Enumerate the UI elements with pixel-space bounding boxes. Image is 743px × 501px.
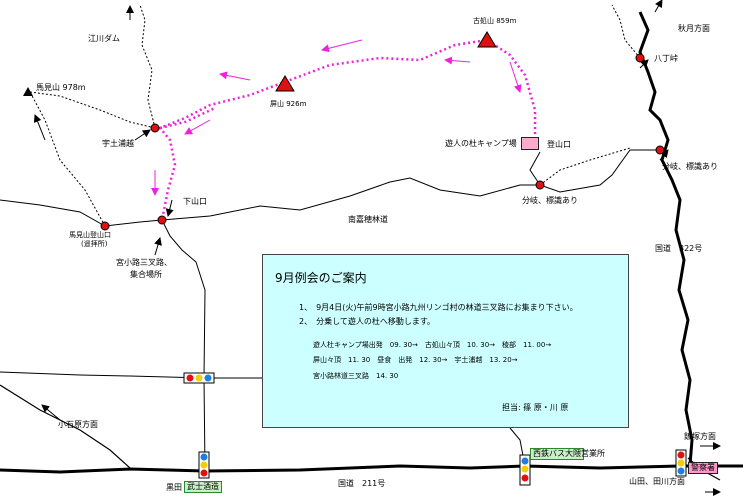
notice-schedule-1: 遊人杜キャンプ場出発 09. 30→ 古処山々頂 10. 30→ 稜部 11. … xyxy=(313,341,552,349)
route-211-road xyxy=(0,464,743,474)
udobaru-label: 宇土浦越 xyxy=(102,139,134,148)
udobaru-marker xyxy=(150,123,160,133)
notice-schedule-3: 宮小路林道三叉路 14. 30 xyxy=(313,372,399,380)
trail-umami xyxy=(29,91,106,227)
koishiwara-road xyxy=(0,384,131,469)
camp-icon xyxy=(521,137,539,150)
peak-byobusan-marker xyxy=(275,75,295,92)
pointer-arrow xyxy=(165,199,174,217)
peak-furudakiyama-label: 古処山 859m xyxy=(473,17,517,25)
trail-hacchotoge xyxy=(611,4,641,59)
hacchotoge-marker xyxy=(635,53,645,63)
route-arrow xyxy=(321,39,363,53)
umami-trailhead-sublabel: (遥拝所) xyxy=(81,240,108,248)
traffic-light-police xyxy=(675,449,687,477)
shimoyamaguchi-label: 下山口 xyxy=(183,197,207,206)
camp-access-road xyxy=(529,151,541,186)
notice-item-1: 1、 9月4日(火)午前9時宮小路九州リンゴ村の林道三叉路にお集まり下さい。 xyxy=(299,303,578,312)
meeting-point-label-2: 集合場所 xyxy=(130,270,162,279)
traffic-light-bus xyxy=(519,454,531,486)
route-322-label: 国道 322号 xyxy=(655,244,703,253)
route-arrow xyxy=(444,56,471,65)
route-211-label: 国道 211号 xyxy=(338,479,386,488)
trail-junction xyxy=(539,147,631,186)
traffic-light-kuroda xyxy=(198,451,210,479)
camp-label: 遊人の杜キャンプ場 xyxy=(445,139,517,148)
egawa-dam-label: 江川ダム xyxy=(88,34,120,43)
trail-egawa xyxy=(139,4,156,129)
hiking-route xyxy=(157,38,537,221)
yamada-label: 山田、田川方面 xyxy=(629,477,685,486)
meeting-point-label-1: 宮小路三叉路、 xyxy=(116,258,172,267)
hacchotoge-label: 八丁峠 xyxy=(654,54,678,63)
bus-office-suffix: 営業所 xyxy=(581,449,605,458)
junction-right-label: 分岐、標識あり xyxy=(662,162,718,171)
nankashiho-road-label: 南嘉穂林道 xyxy=(348,215,388,224)
pointer-arrow xyxy=(639,59,649,69)
notice-box: 9月例会のご案内 1、 9月4日(火)午前9時宮小路九州リンゴ村の林道三叉路にお… xyxy=(262,254,629,428)
notice-contact: 担当: 篠 原・川 原 xyxy=(502,403,569,412)
route-arrow xyxy=(509,61,522,93)
iizuka-label: 飯塚方面 xyxy=(684,432,716,441)
notice-schedule-2: 屏山々頂 11. 30 昼食 出発 12. 30→ 宇土浦越 13. 20→ xyxy=(313,356,518,364)
akizuki-label: 秋月方面 xyxy=(678,24,710,33)
koishiwara-label: 小石原方面 xyxy=(58,420,98,429)
route-arrow xyxy=(219,71,251,81)
pointer-arrow xyxy=(659,149,669,161)
route-322-road xyxy=(638,11,694,466)
traffic-light-miyakoji xyxy=(183,372,215,384)
police-station-tag: 警察署 xyxy=(688,462,718,474)
peak-furudakiyama-marker xyxy=(477,31,497,48)
junction-center-label: 分岐、標識あり xyxy=(522,196,578,205)
junction-center-marker xyxy=(535,180,545,190)
pointer-arrow xyxy=(134,129,151,141)
shimoyamaguchi-marker xyxy=(157,215,167,225)
kuroda-sake-brewery: 武士酒造 xyxy=(184,481,222,493)
kuroda-label: 黒田 xyxy=(166,483,182,492)
junction-right-marker xyxy=(655,145,665,155)
umami-trailhead-label: 馬見山登山口 xyxy=(69,231,111,239)
nankashiho-road xyxy=(0,149,660,227)
peak-umamiyama-label: 馬見山 978m xyxy=(36,83,86,92)
direction-arrow xyxy=(654,0,663,13)
peak-byobusan-label: 屏山 926m xyxy=(270,100,307,108)
pointer-arrow xyxy=(154,237,162,256)
bus-office-tag: 西鉄バス大隈 xyxy=(530,448,584,460)
trail-umami2 xyxy=(29,91,156,129)
direction-arrow xyxy=(33,114,46,141)
peak-umamiyama-marker xyxy=(23,87,33,96)
umami-trailhead-marker xyxy=(100,221,110,231)
notice-item-2: 2、 分乗して遊人の杜へ移動します。 xyxy=(299,317,436,326)
tozanguchi-label: 登山口 xyxy=(547,140,571,149)
hiking-route-branch xyxy=(159,106,216,130)
direction-arrow xyxy=(41,404,61,421)
west-branch-road xyxy=(0,371,206,379)
route-arrow xyxy=(184,119,211,135)
notice-title: 9月例会のご案内 xyxy=(275,271,367,285)
